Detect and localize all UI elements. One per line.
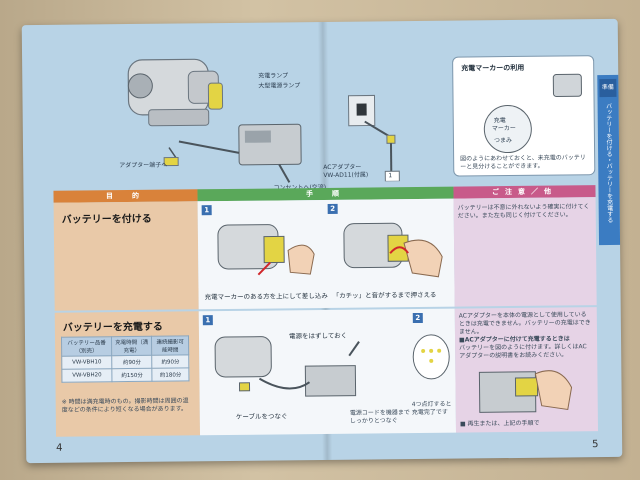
- charge-step1-caption-c: 電源コードを機器までしっかりとつなぐ: [349, 409, 410, 425]
- attach-step1-number: 1: [201, 205, 212, 216]
- charge-step1-illustration: [214, 336, 360, 397]
- page-number-right: 5: [592, 439, 599, 451]
- charge-note-3: ■ 再生または、上記の手順で: [459, 419, 540, 428]
- marker-tag-bottom: つまみ: [493, 137, 513, 145]
- charge-table-note: ※ 時間は満充電時のもの。撮影時間は周囲の温度などの条件により短くなる場合があり…: [61, 397, 189, 414]
- attach-step1-caption: 充電マーカーのある方を上にして差し込み: [204, 291, 328, 302]
- instruction-booklet: 充電ランプ 大型電源ランプ ACアダプター VW-AD11(付属) アダプター端…: [21, 18, 623, 464]
- charge-step1-caption-b: ケーブルをつなぐ: [235, 412, 288, 421]
- camcorder-illustration: [127, 58, 302, 183]
- table-head-record-time: 連続撮影可能時間: [151, 335, 189, 356]
- charge-notes-illustration: [478, 370, 573, 413]
- charge-note-1: ACアダプターを本体の電源として使用しているときは充電できません。バッテリーの充…: [458, 311, 591, 336]
- table-cell: 約180分: [152, 367, 189, 382]
- table-cell: VW-VBH10: [61, 355, 112, 370]
- chapter-sidebar: 準備 バッテリーを付ける・バッテリーを充電する: [597, 74, 621, 246]
- table-cell: 約90分: [152, 354, 189, 369]
- charge-step2-number: 2: [412, 312, 423, 324]
- attach-note: バッテリーは不意に外れないよう確実に付けてください。また左も同じく付けてください…: [457, 203, 590, 220]
- table-cell: 約90分: [111, 355, 153, 369]
- attach-purpose-cell: バッテリーを付ける: [53, 201, 199, 311]
- attach-step1-illustration: [217, 224, 315, 276]
- charge-step2-caption: 4つ点灯すると充電完了です: [411, 400, 452, 417]
- charge-step1-caption-a: 電源をはずしておく: [288, 331, 348, 341]
- table-row: VW-VBH10 約90分 約90分: [61, 354, 189, 370]
- plug-illustration: [347, 94, 400, 182]
- charge-marker-title: 充電マーカーの利用: [461, 63, 525, 73]
- marker-tag-mid: マーカー: [491, 124, 516, 133]
- table-head-charge-time: 充電時間（満充電）: [111, 336, 153, 356]
- chapter-text: バッテリーを付ける・バッテリーを充電する: [604, 102, 613, 224]
- battery-icon: [552, 73, 582, 98]
- attach-step2-number: 2: [327, 203, 338, 214]
- charge-title: バッテリーを充電する: [62, 321, 163, 334]
- charge-note-2: バッテリーを図のように付けます。詳しくはACアダプターの説明書をお読みください。: [459, 343, 587, 360]
- table-row: VW-VBH20 約150分 約180分: [61, 367, 189, 383]
- attach-steps-cell: 1 充電マーカーのある方を上にして差し込み 2 「カチッ」と音がするまで押さえる: [197, 198, 455, 310]
- adaptor-terminal-label: アダプター端子へ: [119, 161, 168, 170]
- attach-step2-caption: 「カチッ」と音がするまで押さえる: [332, 290, 437, 300]
- attach-title: バッテリーを付ける: [61, 213, 152, 226]
- attach-step2-illustration: [343, 222, 443, 278]
- outlet-number: 1: [388, 172, 393, 180]
- charge-marker-note: 図のようにあわせておくと、未充電のバッテリーと見分けることができます。: [460, 154, 586, 171]
- charge-lamp-label: 充電ランプ: [258, 72, 289, 80]
- charge-step1-number: 1: [202, 315, 213, 326]
- ac-lamp-label: 大型電源ランプ: [258, 82, 301, 90]
- chapter-tab: 準備: [599, 78, 617, 98]
- table-cell: 約150分: [111, 368, 153, 382]
- page-number-left: 4: [56, 442, 63, 454]
- charge-purpose-cell: バッテリーを充電する バッテリー品番（別売） 充電時間（満充電） 連続撮影可能時…: [54, 311, 201, 437]
- charge-marker-box: 充電マーカーの利用 充電 マーカー つまみ 図のようにあわせておくと、未充電のバ…: [452, 55, 596, 177]
- charge-step2-illustration: [412, 334, 450, 380]
- charge-time-table: バッテリー品番（別売） 充電時間（満充電） 連続撮影可能時間 VW-VBH10 …: [61, 335, 189, 383]
- charge-notes-cell: ACアダプターを本体の電源として使用しているときは充電できません。バッテリーの充…: [454, 307, 599, 433]
- charge-steps-cell: 1 電源をはずしておく ケーブルをつなぐ 電源コードを機器までしっかりとつなぐ …: [198, 308, 457, 436]
- table-head-battery: バッテリー品番（別売）: [61, 336, 112, 357]
- table-cell: VW-VBH20: [61, 368, 113, 383]
- attach-notes-cell: バッテリーは不意に外れないよう確実に付けてください。また左も同じく付けてください…: [453, 197, 597, 307]
